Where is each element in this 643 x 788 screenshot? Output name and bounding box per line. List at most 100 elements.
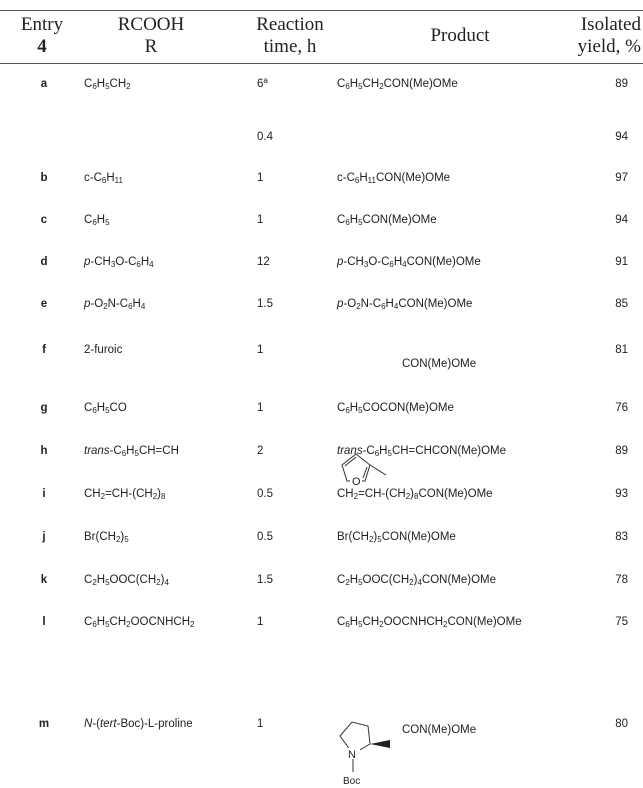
cell-yield: 76 [615,402,628,414]
cell-product: p-CH3O-C6H4CON(Me)OMe [337,256,481,269]
header-time-line1: Reaction [256,14,324,35]
cell-r-group: p-CH3O-C6H4 [84,256,154,269]
table-row: i CH2=CH-(CH2)8 0.5 CH2=CH-(CH2)8CON(Me)OMe… [0,484,643,508]
proline-ring-structure: N Boc [339,721,390,787]
table-row: b c-C6H11 1 c-C6H11CON(Me)OMe 97 [0,168,643,192]
cell-yield: 94 [615,131,628,143]
header-yield: Isolated yield, % [553,14,641,58]
cell-r-group: C6H5CH2OOCNHCH2 [84,616,195,629]
cell-r-group: C6H5CO [84,402,127,415]
cell-product: CON(Me)OMe [402,358,477,370]
cell-yield: 75 [615,616,628,628]
cell-entry: i [42,488,46,500]
furan-double-bond-1 [344,456,357,467]
cell-product: C6H5CON(Me)OMe [337,214,437,227]
cell-entry: d [40,256,48,268]
cell-r-group: N-(tert-Boc)-L-proline [84,718,193,730]
cell-r-group: c-C6H11 [84,172,123,185]
furan-substituent-bond [369,464,387,476]
cell-product: C6H5CH2OOCNHCH2CON(Me)OMe [337,616,522,629]
cell-r-group: CH2=CH-(CH2)8 [84,488,166,501]
table-row: 0.4 94 [0,127,643,151]
cell-product: c-C6H11CON(Me)OMe [337,172,451,185]
cell-reaction-time: 1 [257,344,264,356]
cell-yield: 91 [615,256,628,268]
cell-product: p-O2N-C6H4CON(Me)OMe [337,298,473,311]
cell-r-group: trans-C6H5CH=CH [84,445,179,458]
cell-r-group: C2H5OOC(CH2)4 [84,574,169,587]
table-row: k C2H5OOC(CH2)4 1.5 C2H5OOC(CH2)4CON(Me)OMe… [0,570,643,594]
wedge-bond [370,740,390,748]
header-rcooh-label: RCOOH [117,14,185,35]
cell-product: C6H5CH2CON(Me)OMe [337,78,458,91]
header-entry-number: 4 [37,36,47,57]
table-row: d p-CH3O-C6H4 12 p-CH3O-C6H4CON(Me)OMe 91 [0,252,643,276]
cropped-caption [0,0,643,14]
cell-yield: 78 [615,574,628,586]
top-rule [0,10,643,11]
header-rcooh: RCOOH R [96,14,206,58]
header-entry: Entry 4 [14,14,70,58]
table-row: e p-O2N-C6H4 1.5 p-O2N-C6H4CON(Me)OMe 85 [0,294,643,318]
cell-entry: b [40,172,48,184]
cell-product: CH2=CH-(CH2)8CON(Me)OMe [337,488,493,501]
cell-entry: g [40,402,48,414]
cell-product: C6H5COCON(Me)OMe [337,402,454,415]
cell-yield: 94 [615,214,628,226]
cell-r-group: Br(CH2)5 [84,531,129,544]
cell-reaction-time: 0.5 [257,488,273,500]
cell-r-group: p-O2N-C6H4 [84,298,146,311]
cell-entry: e [40,298,48,310]
cell-reaction-time: 12 [257,256,270,268]
cell-entry: m [38,718,50,730]
cell-product: CON(Me)OMe [402,724,477,736]
cell-yield: 81 [615,344,628,356]
cell-reaction-time: 1 [257,718,264,730]
furan-ring [341,453,371,482]
furan-ring-structure: O [341,453,387,487]
cell-entry: k [40,574,48,586]
cell-reaction-time: 1 [257,214,264,226]
table-row: c C6H5 1 C6H5CON(Me)OMe 94 [0,210,643,234]
cell-yield: 80 [615,718,628,730]
cell-yield: 85 [615,298,628,310]
cell-reaction-time: 6a [257,76,268,91]
header-rule [0,63,643,64]
header-yield-line1: Isolated [580,14,641,35]
cell-r-group: C6H5CH2 [84,78,131,91]
cell-product: C2H5OOC(CH2)4CON(Me)OMe [337,574,497,587]
header-entry-label: Entry [20,14,64,35]
cell-entry: l [42,616,46,628]
header-time-line2: time, h [263,36,317,57]
cell-entry: a [40,78,48,90]
cell-reaction-time: 0.5 [257,531,273,543]
cell-r-group: 2-furoic [84,344,123,356]
cell-r-group: C6H5 [84,214,110,227]
cell-reaction-time: 2 [257,445,264,457]
cell-yield: 93 [615,488,628,500]
header-yield-line2: yield, % [577,36,641,57]
furan-double-bond-2 [362,466,368,479]
cell-reaction-time: 1.5 [257,298,273,310]
table-row: j Br(CH2)5 0.5 Br(CH2)5CON(Me)OMe 83 [0,527,643,551]
cell-product: Br(CH2)5CON(Me)OMe [337,531,456,544]
cell-entry: c [40,214,48,226]
cell-reaction-time: 1.5 [257,574,273,586]
cell-yield: 97 [615,172,628,184]
cell-yield: 83 [615,531,628,543]
header-time: Reaction time, h [240,14,340,58]
cell-entry: f [42,344,46,356]
cell-entry: j [42,531,46,543]
cell-reaction-time: 0.4 [257,131,273,143]
header-product-label: Product [430,25,490,46]
header-product: Product [385,25,535,47]
cell-yield: 89 [615,445,628,457]
cell-reaction-time: 1 [257,172,264,184]
header-r-label: R [144,36,158,57]
